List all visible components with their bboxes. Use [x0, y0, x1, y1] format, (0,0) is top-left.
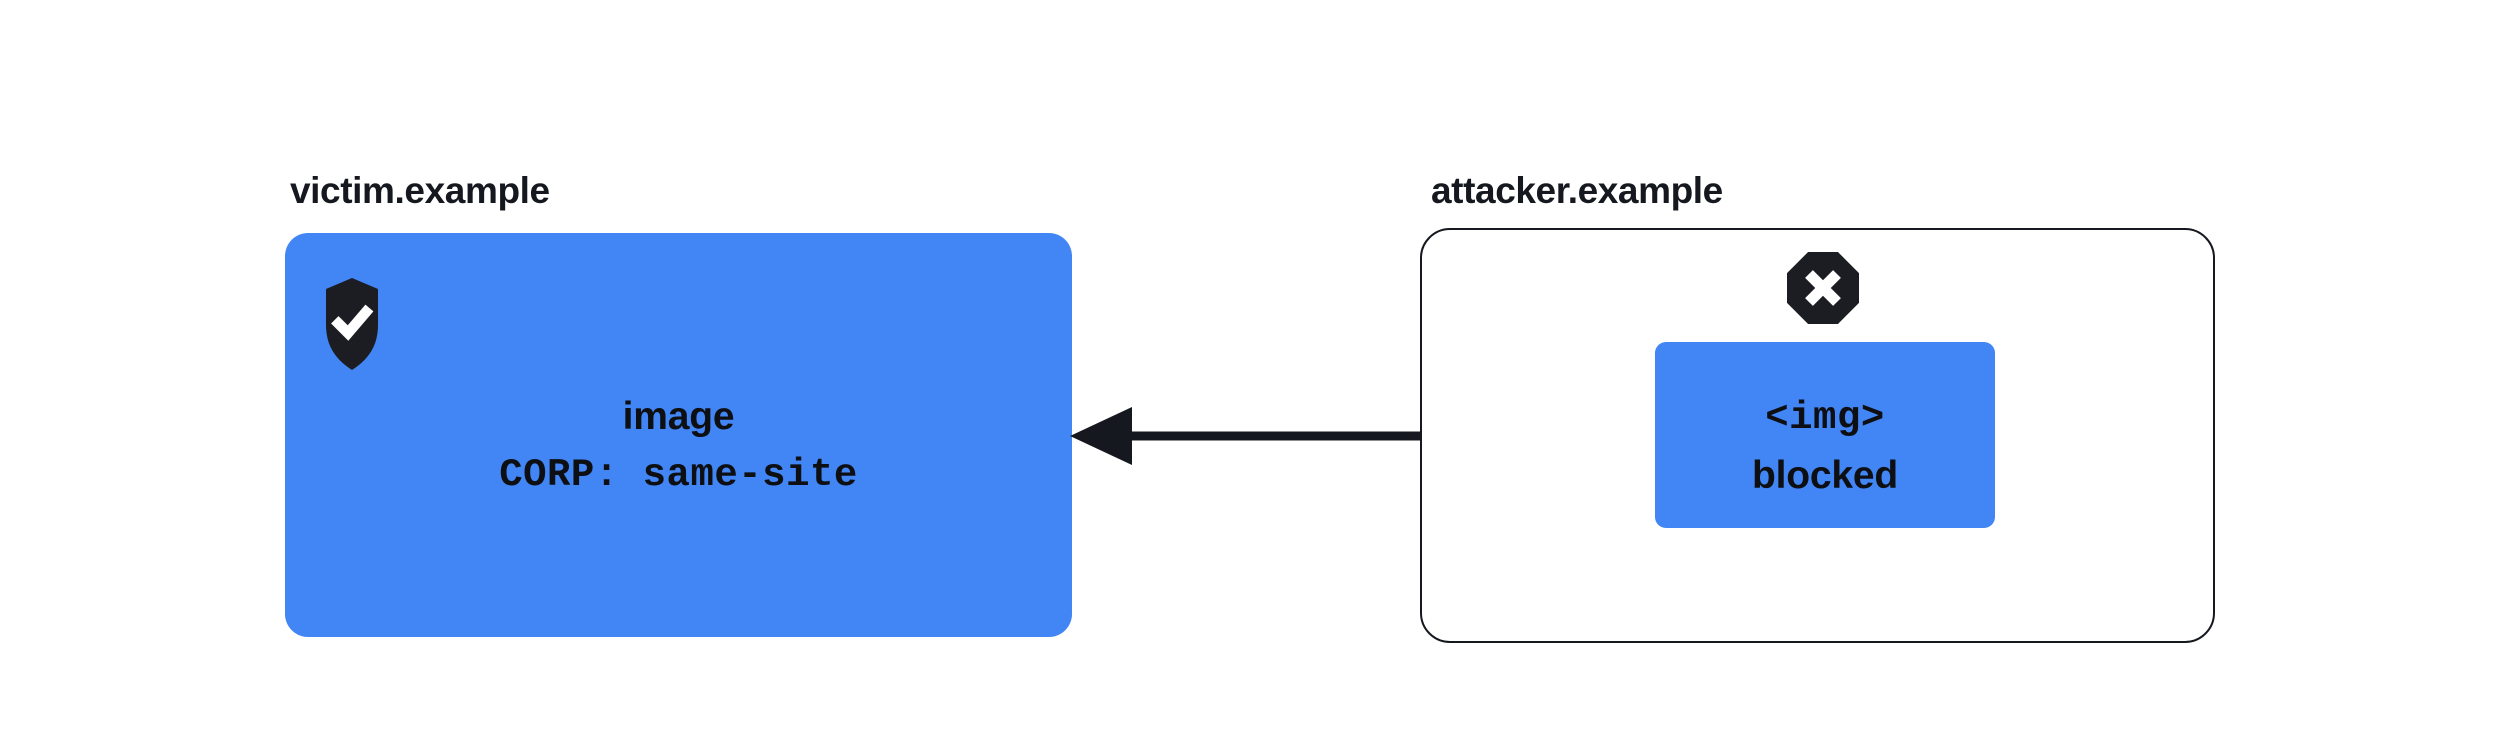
- origin-label-attacker: attacker.example: [1431, 170, 1723, 211]
- shield-check-icon: [326, 278, 378, 370]
- attacker-embed-box: <img> blocked: [1655, 342, 1995, 528]
- victim-resource-header: CORP: same-site: [499, 453, 858, 497]
- attacker-embed-tag: <img>: [1765, 396, 1885, 440]
- victim-resource-name: image: [622, 395, 735, 438]
- attacker-embed-state: blocked: [1752, 454, 1898, 497]
- victim-resource-text: image CORP: same-site: [285, 388, 1072, 504]
- octagon-x-icon: [1787, 252, 1859, 324]
- origin-panel-victim: [285, 233, 1072, 637]
- origin-label-victim: victim.example: [290, 170, 550, 211]
